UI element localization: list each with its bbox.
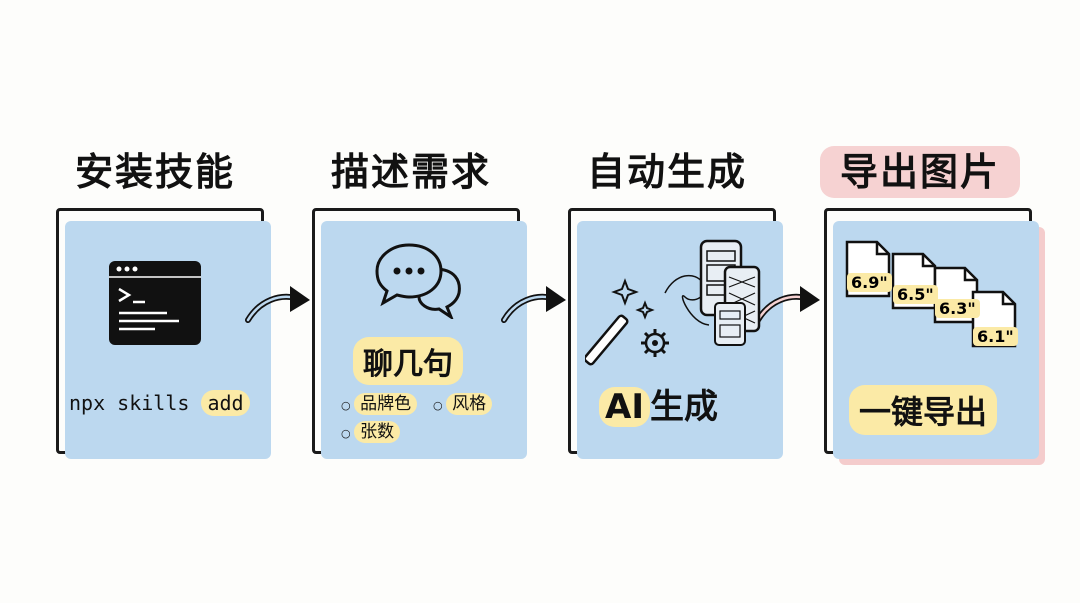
- step2-title: 描述需求: [330, 150, 491, 194]
- install-command: npx skills add: [69, 390, 265, 416]
- arrow-icon: [245, 286, 310, 323]
- size-label-4: 6.1": [973, 327, 1018, 346]
- bullet-style: ○ 风格: [433, 389, 493, 415]
- step2-card: 聊几句 ○ 品牌色 ○ 风格 ○ 张数: [312, 208, 527, 459]
- magic-wand-icon: [585, 239, 761, 366]
- terminal-icon: [109, 261, 201, 345]
- chat-bubbles-icon: [375, 243, 461, 319]
- step1-card: npx skills add: [56, 208, 271, 459]
- size-label-2: 6.5": [893, 285, 938, 304]
- step1-title: 安装技能: [74, 150, 235, 194]
- step4-title: 导出图片: [820, 146, 1020, 198]
- size-label-1: 6.9": [847, 273, 892, 292]
- arrow-icon: [501, 286, 566, 323]
- arrow-icon: [755, 286, 820, 323]
- command-highlight: add: [201, 390, 250, 416]
- step3-title: 自动生成: [586, 150, 747, 194]
- size-label-3: 6.3": [935, 299, 980, 318]
- command-text: npx skills: [69, 391, 202, 415]
- chat-label: 聊几句: [353, 337, 463, 385]
- step4-card: 6.9" 6.5" 6.3" 6.1" 一键导出: [824, 208, 1039, 459]
- export-label: 一键导出: [849, 385, 998, 435]
- file-stack-icon: 6.9" 6.5" 6.3" 6.1": [827, 211, 1035, 371]
- bullet-count: ○ 张数: [341, 417, 401, 443]
- bullet-brand-color: ○ 品牌色: [341, 389, 418, 415]
